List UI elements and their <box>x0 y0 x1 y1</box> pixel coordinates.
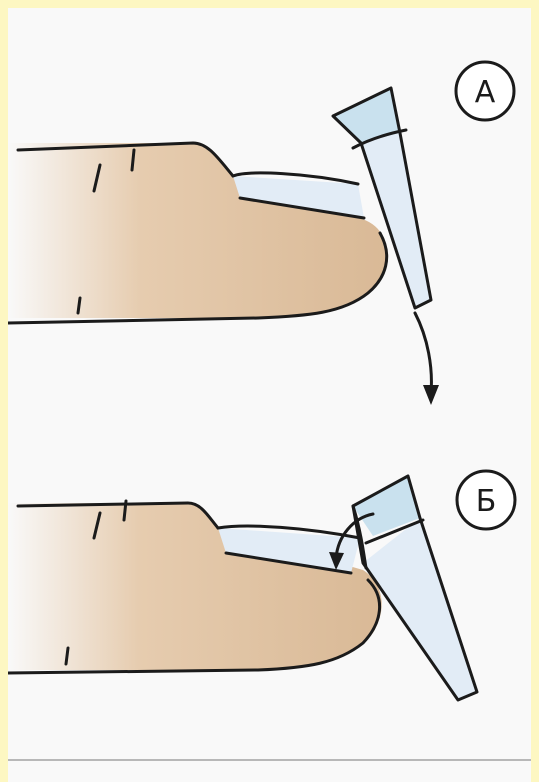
crease-b-3 <box>66 648 68 664</box>
badge-b: Б <box>457 471 515 529</box>
finger-b <box>8 503 382 670</box>
panel-b: Б <box>8 471 515 700</box>
crease-a-2 <box>132 150 134 170</box>
badge-b-label: Б <box>476 484 497 519</box>
badge-a-label: А <box>475 75 496 110</box>
crease-b-2 <box>124 501 126 520</box>
finger-clamp-diagram: А Б <box>8 8 531 782</box>
finger-a <box>8 143 387 318</box>
badge-a: А <box>456 62 514 120</box>
panel-a: А <box>8 62 514 405</box>
illustration-frame: А Б <box>8 8 531 782</box>
down-arrow <box>415 313 439 405</box>
crease-a-3 <box>78 298 80 313</box>
